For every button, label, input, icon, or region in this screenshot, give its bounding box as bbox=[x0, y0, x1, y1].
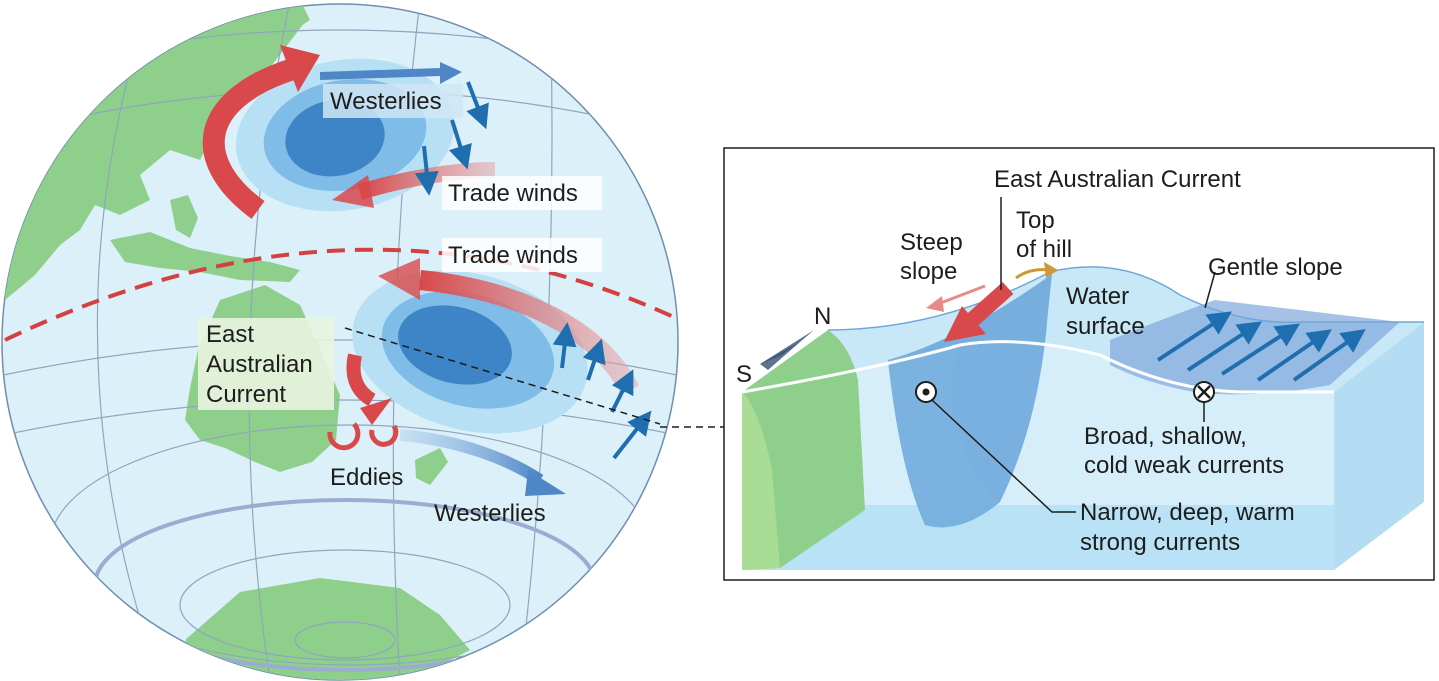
label-gentle-slope: Gentle slope bbox=[1208, 254, 1343, 281]
gentle-slope-arrows bbox=[1156, 311, 1366, 382]
label-broad-2: cold weak currents bbox=[1084, 452, 1284, 479]
label-eac-3: Current bbox=[206, 381, 286, 408]
land-philippines bbox=[170, 195, 198, 238]
label-eddies: Eddies bbox=[330, 464, 403, 491]
inset-eac-arrow bbox=[944, 282, 1014, 342]
label-eac-1: East bbox=[206, 321, 254, 348]
westerlies-north-bg bbox=[323, 84, 463, 118]
label-water-surface-2: surface bbox=[1066, 313, 1145, 340]
water-surface-line bbox=[741, 340, 1334, 394]
block-side-face bbox=[1334, 322, 1424, 570]
kuroshio-current-arrow bbox=[202, 45, 320, 219]
label-top-of-hill-1: Top bbox=[1016, 207, 1055, 234]
label-trade-winds-south: Trade winds bbox=[448, 242, 578, 269]
label-narrow-2: strong currents bbox=[1080, 529, 1240, 556]
south-westerlies-arrow bbox=[399, 429, 566, 496]
land-new-zealand bbox=[415, 448, 448, 485]
label-westerlies-south: Westerlies bbox=[434, 500, 546, 527]
block-bottom-band bbox=[742, 505, 1334, 570]
label-water-surface-1: Water bbox=[1066, 283, 1129, 310]
out-of-page-marker bbox=[915, 381, 937, 403]
label-steep-slope-1: Steep bbox=[900, 229, 963, 256]
label-broad-1: Broad, shallow, bbox=[1084, 423, 1247, 450]
label-inset-title: East Australian Current bbox=[994, 166, 1241, 193]
into-page-marker bbox=[1193, 381, 1215, 403]
label-steep-slope-2: slope bbox=[900, 258, 957, 285]
inset-panel: East Australian Current Top of hill Stee… bbox=[723, 147, 1435, 581]
label-westerlies-north: Westerlies bbox=[330, 88, 442, 115]
eac-label-bg bbox=[198, 318, 334, 410]
land-japan bbox=[248, 8, 305, 78]
label-narrow-1: Narrow, deep, warm bbox=[1080, 499, 1295, 526]
trade-winds-north-bg bbox=[442, 176, 602, 210]
north-westerlies-arrow bbox=[319, 62, 462, 84]
label-top-of-hill-2: of hill bbox=[1016, 236, 1072, 263]
globe: Westerlies Trade winds Trade winds East … bbox=[1, 3, 679, 681]
north-current-arrows bbox=[414, 81, 489, 196]
cross-section-line bbox=[344, 327, 661, 425]
label-eac-2: Australian bbox=[206, 351, 313, 378]
block-top-edge bbox=[827, 266, 1424, 331]
gentle-slope-area bbox=[1110, 300, 1400, 395]
equator-line bbox=[4, 247, 678, 342]
steep-slope-arrow bbox=[926, 284, 986, 312]
land-indonesia bbox=[110, 232, 300, 282]
gentle-slope-leader bbox=[1204, 271, 1216, 309]
label-trade-winds-north: Trade winds bbox=[448, 180, 578, 207]
label-compass-s: S bbox=[736, 361, 752, 388]
top-of-hill-arrow bbox=[1015, 262, 1058, 280]
east-australian-current-arrow bbox=[346, 353, 392, 425]
south-current-arrows bbox=[552, 322, 652, 460]
eddies bbox=[327, 422, 399, 451]
compass bbox=[760, 330, 814, 370]
continental-shelf-front bbox=[742, 392, 780, 570]
narrow-current-leader bbox=[931, 399, 1076, 513]
south-trade-winds-arrow bbox=[378, 258, 639, 395]
label-compass-n: N bbox=[814, 303, 831, 330]
trade-winds-south-bg bbox=[442, 238, 602, 272]
